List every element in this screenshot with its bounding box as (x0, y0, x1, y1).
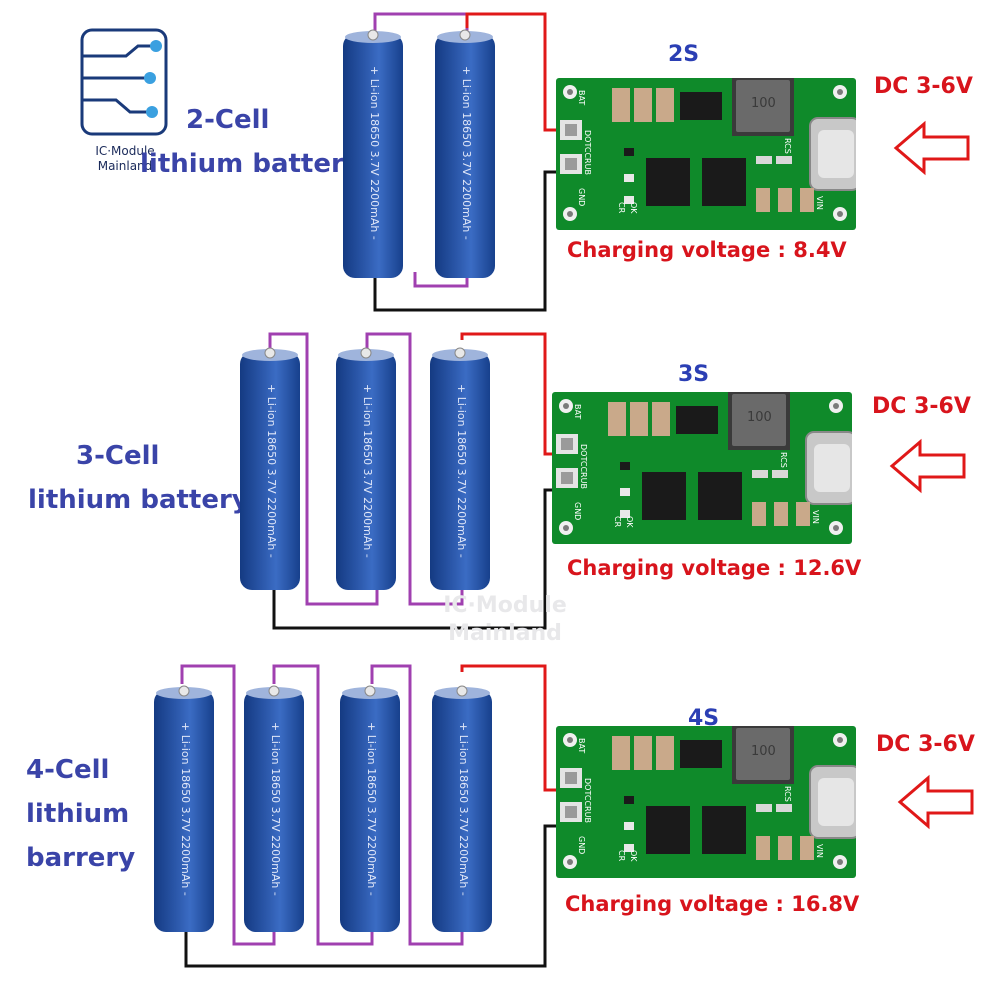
pin-label-cr: CR (613, 516, 622, 528)
pin-label-vin: VIN (815, 844, 824, 858)
pin-label-bat: BAT (573, 404, 582, 420)
pin-label-dotccrub: DOTCCRUB (583, 130, 592, 175)
battery-cell-icon (154, 685, 214, 932)
pin-label-rcs: RCS (783, 138, 792, 154)
cell-marking: + Li-ion 18650 3.7V 2200mAh - (265, 384, 278, 558)
battery-cell-icon (430, 347, 490, 590)
series-wire (272, 664, 374, 946)
cell-marking: + Li-ion 18650 3.7V 2200mAh - (460, 66, 473, 240)
negative-wire (373, 170, 570, 312)
battery-cell (430, 346, 490, 592)
side-label-4cell: 4-Cell lithium barrery (26, 748, 135, 880)
input-voltage-label: DC 3-6V (872, 394, 971, 419)
side-label-line: 2-Cell (186, 105, 270, 135)
charger-board (552, 392, 852, 544)
pin-label-rcs: RCS (783, 786, 792, 802)
charger-board (556, 726, 856, 878)
cell-marking: + Li-ion 18650 3.7V 2200mAh - (455, 384, 468, 558)
battery-cell-icon (435, 29, 495, 278)
negative-wire (184, 824, 570, 968)
pin-label-vin: VIN (815, 196, 824, 210)
series-wire (413, 272, 469, 288)
pin-label-vin: VIN (811, 510, 820, 524)
inductor-marking: 100 (751, 744, 776, 759)
battery-cell-icon (336, 347, 396, 590)
input-voltage-label: DC 3-6V (874, 74, 973, 99)
input-arrow-icon (897, 774, 974, 830)
charging-voltage-label: Charging voltage : 8.4V (567, 238, 847, 262)
side-label-2cell: 2-Cell lithium battery (140, 98, 361, 186)
pin-label-dotccrub: DOTCCRUB (583, 778, 592, 823)
positive-wire (460, 664, 570, 792)
battery-cell-icon (244, 685, 304, 932)
series-wire (180, 664, 276, 946)
cell-marking: + Li-ion 18650 3.7V 2200mAh - (368, 66, 381, 240)
side-label-line: lithium battery (28, 485, 249, 515)
side-label-line: lithium battery (140, 149, 361, 179)
cell-marking: + Li-ion 18650 3.7V 2200mAh - (365, 722, 378, 896)
pin-label-gnd: GND (577, 188, 586, 207)
ic-module-logo-icon (80, 28, 168, 136)
input-arrow-icon (889, 438, 966, 494)
board-components (556, 392, 852, 535)
battery-cell (343, 28, 403, 280)
pin-label-ok: OK (629, 202, 638, 214)
logo-line1: IC·Module (95, 144, 155, 158)
side-label-3cell: 3-Cell lithium battery (28, 434, 249, 522)
battery-cell (340, 684, 400, 934)
side-label-line: 4-Cell (26, 755, 110, 785)
pin-label-rcs: RCS (779, 452, 788, 468)
logo-line2: Mainland (97, 159, 153, 173)
pin-label-gnd: GND (577, 836, 586, 855)
input-arrow-icon (893, 120, 970, 176)
battery-cell (154, 684, 214, 934)
battery-cell-icon (240, 347, 300, 590)
pin-label-dotccrub: DOTCCRUB (579, 444, 588, 489)
side-label-line: barrery (26, 843, 136, 873)
inductor-marking: 100 (751, 96, 776, 111)
side-label-line: lithium (26, 799, 130, 829)
pin-label-gnd: GND (573, 502, 582, 521)
pin-label-cr: CR (617, 202, 626, 214)
pin-label-bat: BAT (577, 90, 586, 106)
input-voltage-label: DC 3-6V (876, 732, 975, 757)
watermark-text: IC·Module Mainland (420, 592, 590, 648)
battery-cell-icon (340, 685, 400, 932)
cell-marking: + Li-ion 18650 3.7V 2200mAh - (457, 722, 470, 896)
watermark-line2: Mainland (448, 621, 562, 646)
cell-marking: + Li-ion 18650 3.7V 2200mAh - (179, 722, 192, 896)
cell-marking: + Li-ion 18650 3.7V 2200mAh - (361, 384, 374, 558)
battery-cell (435, 28, 495, 280)
watermark-line1: IC·Module (443, 593, 567, 618)
pin-label-bat: BAT (577, 738, 586, 754)
charging-voltage-label: Charging voltage : 12.6V (567, 556, 862, 580)
pin-label-cr: CR (617, 850, 626, 862)
battery-cell-icon (432, 685, 492, 932)
battery-cell (244, 684, 304, 934)
section-title-3s: 3S (678, 362, 710, 387)
series-wire (365, 332, 464, 606)
series-wire (268, 332, 379, 606)
side-label-line: 3-Cell (76, 441, 160, 471)
charging-voltage-label: Charging voltage : 16.8V (565, 892, 860, 916)
positive-wire (465, 12, 572, 132)
board-components (560, 78, 856, 221)
section-title-2s: 2S (668, 42, 700, 67)
cell-marking: + Li-ion 18650 3.7V 2200mAh - (269, 722, 282, 896)
board-components (560, 726, 856, 869)
charger-board (556, 78, 856, 230)
battery-cell (336, 346, 396, 592)
battery-cell (240, 346, 300, 592)
pin-label-ok: OK (625, 516, 634, 528)
logo-text: IC·Module Mainland (70, 144, 180, 174)
pin-label-ok: OK (629, 850, 638, 862)
inductor-marking: 100 (747, 410, 772, 425)
battery-cell-icon (343, 29, 403, 278)
battery-cell (432, 684, 492, 934)
series-wire (370, 664, 464, 946)
